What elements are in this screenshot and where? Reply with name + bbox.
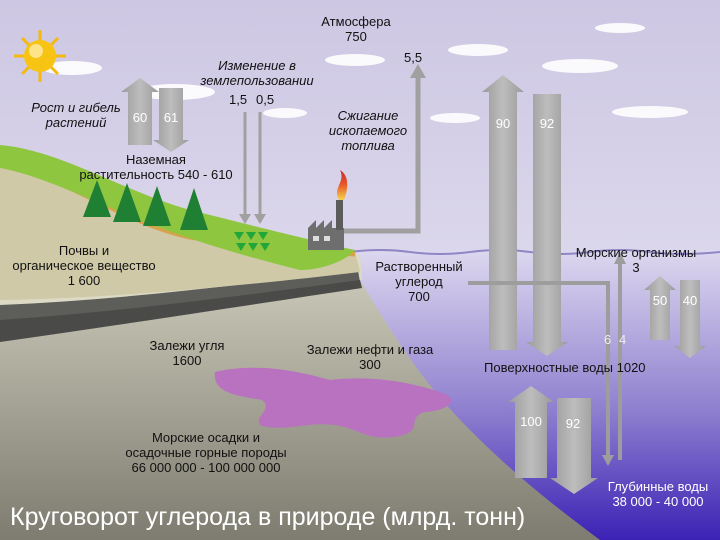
dissolved-carbon-label: Растворенный углерод 700 [366, 259, 472, 304]
oil-gas-name: Залежи нефти и газа [306, 342, 434, 357]
soils-label: Почвы и органическое вещество 1 600 [2, 243, 166, 288]
oil-gas-deposit [214, 367, 452, 438]
land-use-value-a: 1,5 [229, 92, 248, 107]
fossil-value: 5,5 [404, 50, 423, 65]
land-use-label: Изменение в землепользовании [192, 58, 322, 88]
vegetation-line2: растительность 540 - 610 [79, 167, 233, 182]
deep-waters-label: Глубинные воды 38 000 - 40 000 [600, 479, 716, 509]
plants-down-value: 61 [163, 110, 179, 125]
ocean-down-value: 92 [539, 116, 555, 131]
clouds [42, 23, 688, 123]
ocean-up-value: 90 [495, 116, 511, 131]
deep-waters-name: Глубинные воды [607, 479, 709, 494]
coal-name: Залежи угля [149, 338, 225, 353]
marine-value: 3 [632, 260, 640, 275]
marine-name: Морские организмы [575, 245, 697, 260]
arrows-plants [121, 78, 189, 152]
sediments-label: Морские осадки и осадочные горные породы… [106, 430, 306, 475]
soils-value: 1 600 [67, 273, 101, 288]
deep-waters-value: 38 000 - 40 000 [612, 494, 704, 509]
fossil-line3: топлива [341, 138, 395, 153]
deep-down-value: 92 [565, 416, 581, 431]
plants-label: Рост и гибель растений [26, 100, 126, 130]
arrow-dissolved-to-deep [468, 281, 610, 458]
sun-icon [14, 30, 66, 82]
atmosphere-label: Атмосфера 750 [318, 14, 394, 44]
dissolved-value: 700 [408, 289, 430, 304]
land-use-line1: Изменение в [218, 58, 296, 73]
marine-organisms-label: Морские организмы 3 [566, 245, 706, 275]
sediments-value: 66 000 000 - 100 000 000 [131, 460, 281, 475]
oil-gas-value: 300 [359, 357, 381, 372]
atmosphere-value: 750 [345, 29, 367, 44]
coal-label: Залежи угля 1600 [132, 338, 242, 368]
dissolved-line2: углерод [395, 274, 443, 289]
coal-seam-2 [0, 280, 362, 342]
oil-gas-label: Залежи нефти и газа 300 [298, 342, 442, 372]
sea-surface-line [349, 249, 720, 255]
arrows-land-use [239, 112, 266, 224]
flame-icon [336, 170, 348, 200]
shrubs [234, 232, 270, 251]
dissolved-line1: Растворенный [375, 259, 463, 274]
plants-up-value: 60 [132, 110, 148, 125]
soils-line2: органическое вещество [12, 258, 156, 273]
arrow-fossil-fuel [344, 75, 421, 234]
land-use-value-b: 0,5 [256, 92, 275, 107]
sediments-line1: Морские осадки и [151, 430, 261, 445]
vegetation-line1: Наземная [126, 152, 186, 167]
surface-waters-label: Поверхностные воды 1020 [484, 360, 646, 375]
factory-icon [308, 200, 344, 250]
marine-up-value: 50 [652, 293, 668, 308]
arrows-marine-organisms [644, 276, 706, 358]
atmosphere-name: Атмосфера [321, 14, 391, 29]
fossil-line2: ископаемого [328, 123, 408, 138]
coal-value: 1600 [172, 353, 202, 368]
marine-down-value: 40 [682, 293, 698, 308]
sediments-line2: осадочные горные породы [125, 445, 287, 460]
arrows-deep-exchange [508, 386, 598, 494]
fossil-line1: Сжигание [337, 108, 399, 123]
trees [83, 180, 208, 230]
grass-hill [0, 145, 355, 270]
deep-up-value: 100 [520, 414, 542, 429]
land-use-line2: землепользовании [200, 73, 314, 88]
fossil-label: Сжигание ископаемого топлива [318, 108, 418, 153]
soils-line1: Почвы и [58, 243, 110, 258]
plants-label-line1: Рост и гибель [31, 100, 121, 115]
surface-down-b: 4 [619, 332, 627, 347]
diagram-title: Круговорот углерода в природе (млрд. тон… [10, 503, 526, 531]
surface-down-a: 6 [604, 332, 612, 347]
vegetation-label: Наземная растительность 540 - 610 [66, 152, 246, 182]
plants-label-line2: растений [45, 115, 107, 130]
